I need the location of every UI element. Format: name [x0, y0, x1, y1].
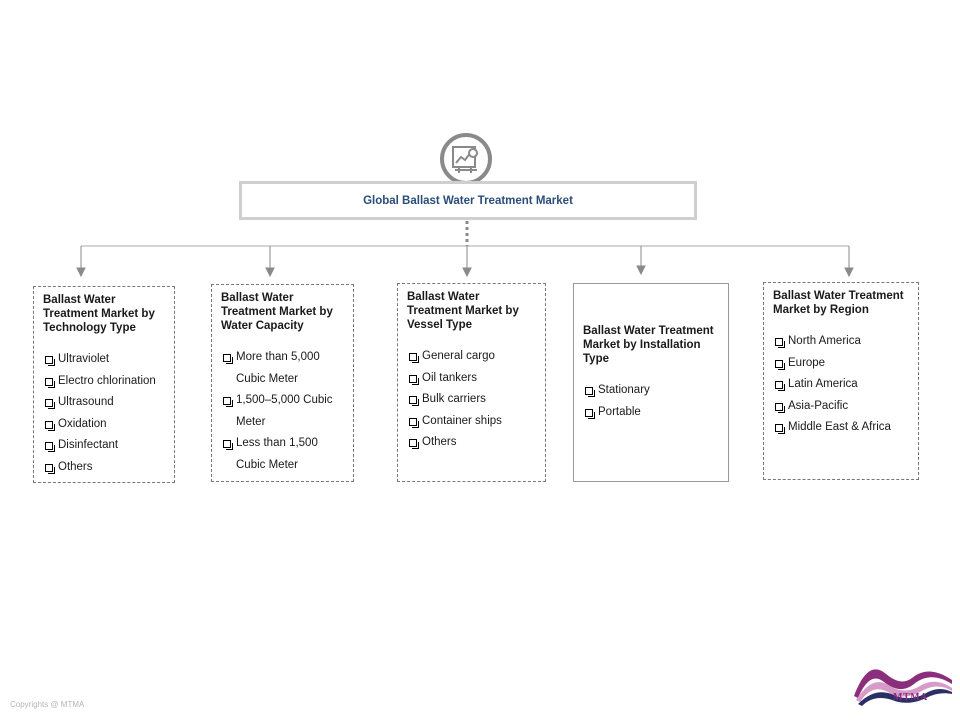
list-item: Disinfectant: [43, 435, 165, 457]
list-item: Stationary: [583, 380, 719, 402]
segment-region: Ballast Water Treatment Market by Region…: [763, 282, 919, 480]
checkbox-bullet-icon: [775, 338, 785, 348]
checkbox-bullet-icon: [409, 374, 419, 385]
segment-installation-type: Ballast Water Treatment Market by Instal…: [573, 283, 729, 482]
copyright-text: Copyrights @ MTMA: [10, 700, 85, 709]
checkbox-bullet-icon: [585, 408, 595, 419]
list-item: More than 5,000 Cubic Meter: [221, 347, 344, 390]
checkbox-bullet-icon: [409, 439, 419, 449]
list-item: Ultrasound: [43, 392, 165, 414]
segment-vessel-type: Ballast Water Treatment Market by Vessel…: [397, 283, 546, 482]
segment-title: Ballast Water Treatment Market by Water …: [221, 292, 333, 332]
checkbox-bullet-icon: [409, 417, 419, 428]
list-item: Middle East & Africa: [773, 417, 909, 439]
checkbox-bullet-icon: [775, 402, 785, 413]
checkbox-bullet-icon: [409, 353, 419, 363]
list-item: General cargo: [407, 346, 536, 368]
segment-title: Ballast Water Treatment Market by Vessel…: [407, 291, 519, 331]
checkbox-bullet-icon: [585, 387, 595, 397]
checkbox-bullet-icon: [45, 420, 55, 431]
checkbox-bullet-icon: [45, 442, 55, 452]
segment-list: North America Europe Latin America Asia-…: [773, 331, 909, 439]
root-node: Global Ballast Water Treatment Market: [239, 181, 697, 220]
checkbox-bullet-icon: [45, 399, 55, 409]
list-item: Asia-Pacific: [773, 396, 909, 418]
segment-title: Ballast Water Treatment Market by Techno…: [43, 294, 155, 334]
list-item: Electro chlorination: [43, 371, 165, 393]
segment-list: General cargo Oil tankers Bulk carriers …: [407, 346, 536, 454]
checkbox-bullet-icon: [45, 356, 55, 366]
list-item: Bulk carriers: [407, 389, 536, 411]
list-item: Ultraviolet: [43, 349, 165, 371]
checkbox-bullet-icon: [45, 463, 55, 474]
checkbox-bullet-icon: [775, 381, 785, 391]
checkbox-bullet-icon: [775, 424, 785, 434]
list-item: Europe: [773, 353, 909, 375]
list-item: North America: [773, 331, 909, 353]
logo-text: MTMA: [893, 692, 928, 703]
segment-water-capacity: Ballast Water Treatment Market by Water …: [211, 284, 354, 482]
checkbox-bullet-icon: [775, 359, 785, 370]
segment-list: Stationary Portable: [583, 380, 719, 423]
checkbox-bullet-icon: [409, 396, 419, 406]
list-item: Others: [43, 457, 165, 479]
checkbox-bullet-icon: [223, 440, 233, 450]
segment-title: Ballast Water Treatment Market by Region: [773, 290, 904, 316]
list-item: Oxidation: [43, 414, 165, 436]
market-chart-icon: [440, 133, 492, 185]
list-item: 1,500–5,000 Cubic Meter: [221, 390, 344, 433]
list-item: Container ships: [407, 411, 536, 433]
checkbox-bullet-icon: [223, 354, 233, 364]
checkbox-bullet-icon: [45, 377, 55, 388]
list-item: Latin America: [773, 374, 909, 396]
list-item: Others: [407, 432, 536, 454]
segment-title: Ballast Water Treatment Market by Instal…: [583, 325, 714, 365]
checkbox-bullet-icon: [223, 397, 233, 407]
list-item: Less than 1,500 Cubic Meter: [221, 433, 344, 476]
segment-technology-type: Ballast Water Treatment Market by Techno…: [33, 286, 175, 483]
segment-list: More than 5,000 Cubic Meter 1,500–5,000 …: [221, 347, 344, 476]
list-item: Portable: [583, 402, 719, 424]
root-label: Global Ballast Water Treatment Market: [363, 194, 573, 207]
list-item: Oil tankers: [407, 368, 536, 390]
segment-list: Ultraviolet Electro chlorination Ultraso…: [43, 349, 165, 478]
mtma-logo-icon: [854, 669, 952, 706]
